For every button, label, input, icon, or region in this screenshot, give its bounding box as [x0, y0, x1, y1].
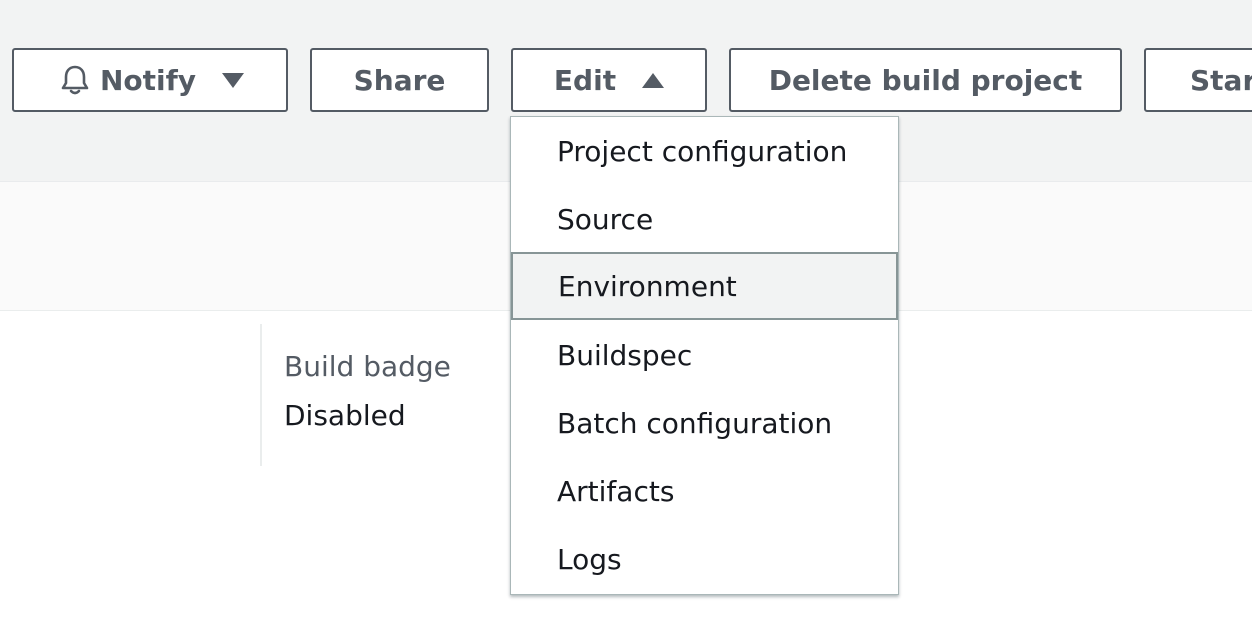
start-button-label: Star	[1190, 63, 1252, 97]
notify-button[interactable]: Notify	[12, 48, 288, 112]
edit-button-label: Edit	[553, 63, 617, 97]
share-button-label: Share	[353, 63, 446, 97]
build-badge-label: Build badge	[284, 350, 451, 383]
menu-item-buildspec[interactable]: Buildspec	[557, 338, 693, 372]
share-button[interactable]: Share	[310, 48, 489, 112]
delete-build-project-button[interactable]: Delete build project	[729, 48, 1122, 112]
menu-item-artifacts[interactable]: Artifacts	[557, 474, 675, 508]
menu-item-environment[interactable]: Environment	[511, 252, 898, 320]
delete-button-label: Delete build project	[768, 63, 1083, 97]
menu-item-logs[interactable]: Logs	[557, 542, 622, 576]
bell-icon	[56, 61, 94, 99]
start-build-button[interactable]: Star	[1144, 48, 1252, 112]
edit-dropdown-menu: Project configuration Source Environment…	[510, 116, 899, 595]
menu-item-source[interactable]: Source	[557, 202, 654, 236]
caret-up-icon	[642, 72, 665, 88]
menu-item-project-configuration[interactable]: Project configuration	[557, 134, 848, 168]
notify-button-label: Notify	[99, 63, 197, 97]
build-badge-section: Build badge Disabled	[260, 324, 451, 466]
caret-down-icon	[222, 72, 245, 88]
menu-item-batch-configuration[interactable]: Batch configuration	[557, 406, 833, 440]
edit-button[interactable]: Edit	[511, 48, 707, 112]
build-badge-value: Disabled	[284, 399, 406, 432]
